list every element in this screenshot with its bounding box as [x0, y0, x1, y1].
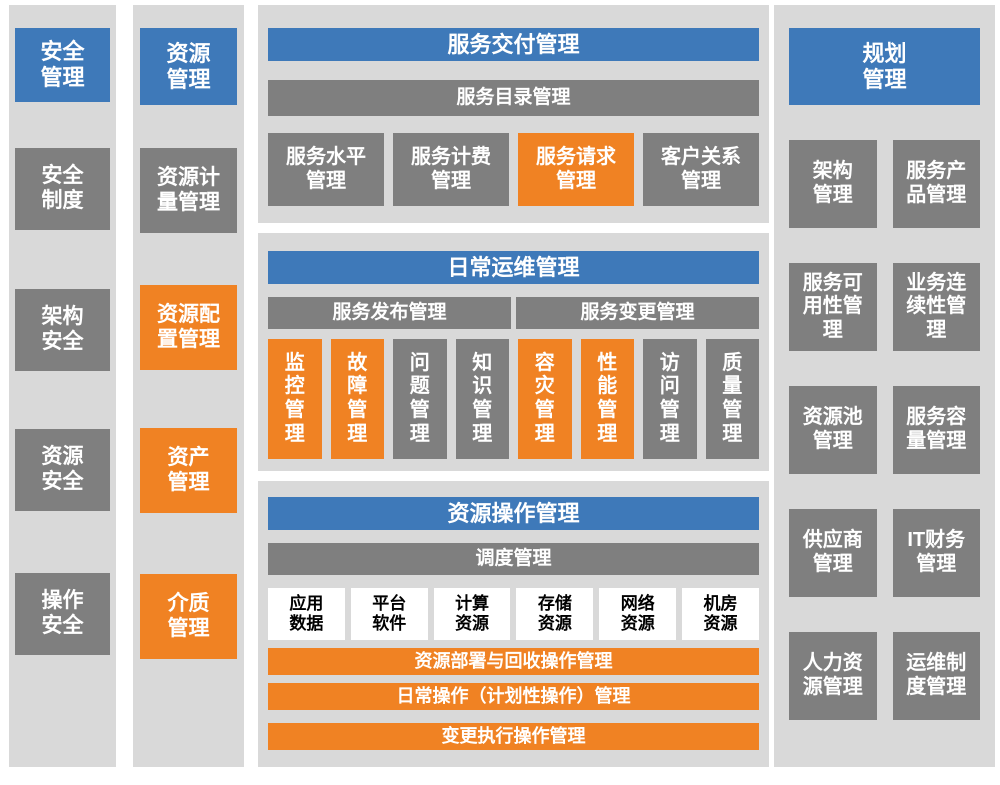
planning-management-title: 规划 管理 [789, 28, 980, 105]
knowledge-block: 知 识 管 理 [455, 339, 509, 459]
service-capacity-mgmt-block: 服务容 量管理 [892, 386, 980, 474]
network-resource-block: 网络 资源 [599, 588, 677, 640]
quality-block: 质 量 管 理 [705, 339, 759, 459]
service-delivery-row: 服务水平 管理 服务计费 管理 服务请求 管理 客户关系 管理 [268, 133, 759, 206]
scheduling-bar: 调度管理 [268, 543, 759, 575]
ops-institution-mgmt-block: 运维制 度管理 [892, 632, 980, 720]
resource-item-configuration: 资源配 置管理 [140, 285, 237, 370]
platform-software-block: 平台 软件 [350, 588, 428, 640]
daily-ops-row: 监 控 管 理 故 障 管 理 问 题 管 理 知 识 管 理 容 灾 管 理 … [268, 339, 759, 459]
business-continuity-mgmt-block: 业务连 续性管 理 [892, 263, 980, 351]
service-release-bar: 服务发布管理 [268, 297, 511, 329]
security-item-architecture: 架构 安全 [15, 289, 110, 371]
planning-management-column: 规划 管理 架构 管理 服务产 品管理 服务可 用性管 理 业务连 续性管 理 … [774, 5, 995, 767]
service-delivery-panel: 服务交付管理 服务目录管理 服务水平 管理 服务计费 管理 服务请求 管理 客户… [258, 5, 769, 223]
service-request-block: 服务请求 管理 [518, 133, 634, 206]
performance-block: 性 能 管 理 [580, 339, 634, 459]
change-execution-ops-bar: 变更执行操作管理 [268, 723, 759, 750]
deploy-recycle-ops-bar: 资源部署与回收操作管理 [268, 648, 759, 675]
service-availability-mgmt-block: 服务可 用性管 理 [789, 263, 877, 351]
storage-resource-block: 存储 资源 [516, 588, 594, 640]
resource-types-row: 应用 数据 平台 软件 计算 资源 存储 资源 网络 资源 机房 资源 [268, 588, 759, 640]
problem-block: 问 题 管 理 [393, 339, 447, 459]
security-item-resource: 资源 安全 [15, 429, 110, 511]
resource-item-media: 介质 管理 [140, 574, 237, 659]
resource-item-asset: 资产 管理 [140, 428, 237, 513]
security-item-operation: 操作 安全 [15, 573, 110, 655]
security-management-column: 安全 管理 安全 制度 架构 安全 资源 安全 操作 安全 [9, 5, 116, 767]
resource-management-title: 资源 管理 [140, 28, 237, 105]
datacenter-resource-block: 机房 资源 [682, 588, 759, 640]
access-block: 访 问 管 理 [643, 339, 697, 459]
daily-ops-title: 日常运维管理 [268, 251, 759, 284]
it-finance-mgmt-block: IT财务 管理 [892, 509, 980, 597]
monitoring-block: 监 控 管 理 [268, 339, 322, 459]
human-resource-mgmt-block: 人力资 源管理 [789, 632, 877, 720]
security-item-institution: 安全 制度 [15, 148, 110, 230]
disaster-recovery-block: 容 灾 管 理 [518, 339, 572, 459]
compute-resource-block: 计算 资源 [433, 588, 511, 640]
service-level-block: 服务水平 管理 [268, 133, 384, 206]
service-billing-block: 服务计费 管理 [393, 133, 509, 206]
service-product-mgmt-block: 服务产 品管理 [892, 140, 980, 228]
resource-management-column: 资源 管理 资源计 量管理 资源配 置管理 资产 管理 介质 管理 [133, 5, 244, 767]
customer-relation-block: 客户关系 管理 [643, 133, 759, 206]
app-data-block: 应用 数据 [268, 588, 345, 640]
resource-ops-title: 资源操作管理 [268, 497, 759, 530]
resource-item-metering: 资源计 量管理 [140, 148, 237, 233]
architecture-mgmt-block: 架构 管理 [789, 140, 877, 228]
planning-grid: 架构 管理 服务产 品管理 服务可 用性管 理 业务连 续性管 理 资源池 管理… [789, 140, 980, 720]
service-delivery-title: 服务交付管理 [268, 28, 759, 61]
resource-ops-panel: 资源操作管理 调度管理 应用 数据 平台 软件 计算 资源 存储 资源 网络 资… [258, 481, 769, 767]
service-catalog-bar: 服务目录管理 [268, 80, 759, 116]
security-management-title: 安全 管理 [15, 28, 110, 102]
resource-pool-mgmt-block: 资源池 管理 [789, 386, 877, 474]
supplier-mgmt-block: 供应商 管理 [789, 509, 877, 597]
service-change-bar: 服务变更管理 [516, 297, 759, 329]
daily-ops-bars: 服务发布管理 服务变更管理 [268, 297, 759, 329]
fault-block: 故 障 管 理 [330, 339, 384, 459]
daily-planned-ops-bar: 日常操作（计划性操作）管理 [268, 683, 759, 710]
daily-ops-panel: 日常运维管理 服务发布管理 服务变更管理 监 控 管 理 故 障 管 理 问 题… [258, 233, 769, 471]
